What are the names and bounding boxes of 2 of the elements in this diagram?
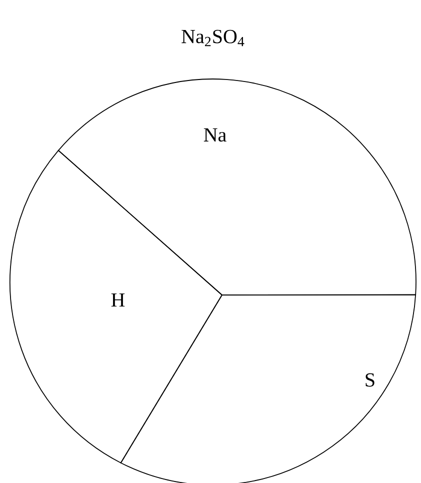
title: Na$_{2}$SO$_{4}$ xyxy=(182,30,244,46)
pie-sector: H xyxy=(10,150,222,464)
